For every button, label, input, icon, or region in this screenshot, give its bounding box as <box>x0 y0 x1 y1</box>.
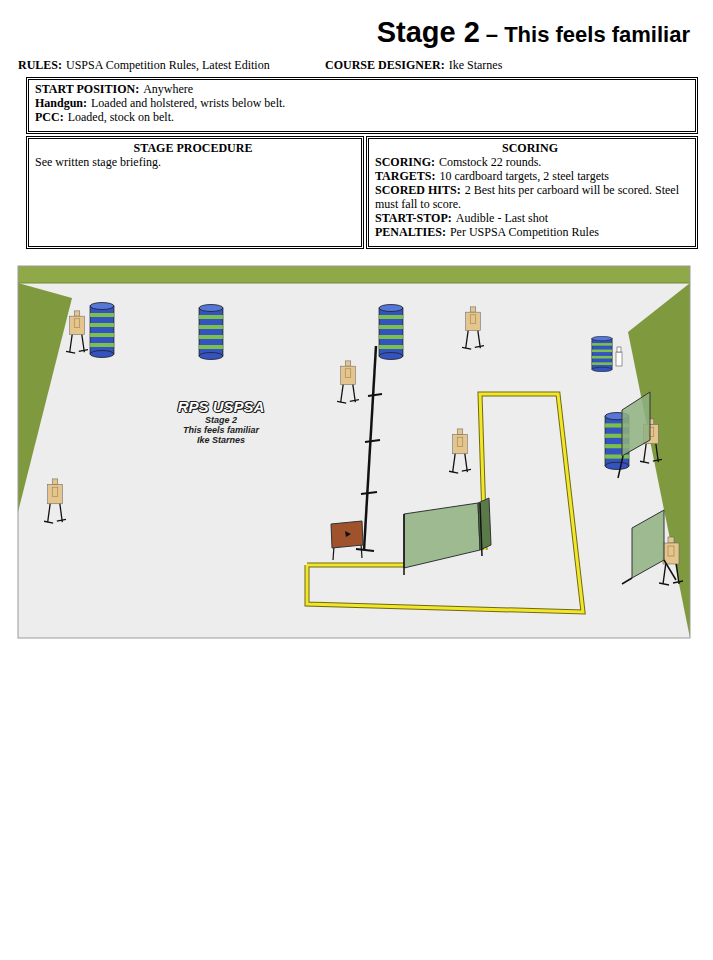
barrel-stack <box>379 305 403 360</box>
no-shoot-head <box>617 347 621 352</box>
barrel-stack <box>592 336 612 371</box>
field-value: Anywhere <box>143 82 193 96</box>
field-name: START-STOP: <box>375 211 452 225</box>
field-value: Per USPSA Competition Rules <box>450 225 599 239</box>
fault-line <box>307 394 583 612</box>
pole-base <box>356 549 374 551</box>
field-value: Audible - Last shot <box>456 211 548 225</box>
text-line: START-STOP: Audible - Last shot <box>375 211 689 225</box>
field-name: SCORED HITS: <box>375 183 461 197</box>
vision-barrier-pole <box>364 346 376 550</box>
range-floor <box>18 266 690 638</box>
rules-line: RULES: USPSA Competition Rules, Latest Ed… <box>18 58 270 73</box>
stamp-stage: Stage 2 <box>146 415 296 425</box>
designer-line: COURSE DESIGNER: Ike Starnes <box>325 58 502 73</box>
cardboard-target <box>66 311 88 353</box>
field-name: START POSITION: <box>35 82 139 96</box>
wall-leg <box>618 456 623 478</box>
field-name: Handgun: <box>35 96 87 110</box>
field-value: Ike Starnes <box>449 58 503 72</box>
wall-panel <box>622 392 650 456</box>
barrel-stack <box>90 303 114 358</box>
cardboard-target <box>449 429 471 473</box>
field-value: 10 cardboard targets, 2 steel targets <box>439 169 609 183</box>
cardboard-target <box>462 307 484 349</box>
field-name: PCC: <box>35 110 64 124</box>
field-value: Comstock 22 rounds. <box>439 155 541 169</box>
text-line: SCORING <box>375 141 689 155</box>
fault-line <box>307 564 405 567</box>
text-line: PCC: Loaded, stock on belt. <box>35 110 689 124</box>
back-berm <box>18 266 690 283</box>
text-line: SCORED HITS:2 Best hits per carboard wil… <box>375 183 689 211</box>
field-name: SCORING <box>502 141 558 155</box>
field-name: COURSE DESIGNER: <box>325 58 445 72</box>
barrel-stack <box>199 305 223 360</box>
stamp-club: RPS USPSA <box>146 398 296 415</box>
pole-crossbar <box>368 394 382 396</box>
text-line: TARGETS: 10 cardboard targets, 2 steel ta… <box>375 169 689 183</box>
pole-crossbar <box>361 492 377 494</box>
wall-leg <box>622 578 632 584</box>
illustration-frame <box>18 266 690 638</box>
wall-leg <box>403 514 405 575</box>
text-line: See written stage briefing. <box>35 155 355 169</box>
start-table <box>331 521 363 548</box>
table-leg <box>361 544 362 558</box>
text-line: Handgun: Loaded and holstered, wrists bel… <box>35 96 689 110</box>
field-name: SCORING: <box>375 155 435 169</box>
fault-line-edge <box>307 394 583 612</box>
wall-leg <box>664 560 676 580</box>
stage-title: Stage 2 <box>377 16 480 48</box>
field-value: Loaded and holstered, wrists below belt. <box>91 96 285 110</box>
stage-subtitle: – This feels familiar <box>486 22 690 47</box>
field-value: Loaded, stock on belt. <box>68 110 174 124</box>
start-position-cell: START POSITION: AnywhereHandgun: Loaded an… <box>26 77 698 134</box>
stamp-designer: Ike Starnes <box>146 435 296 445</box>
left-berm <box>18 283 72 512</box>
field-name: STAGE PROCEDURE <box>134 141 253 155</box>
title-bar: Stage 2– This feels familiar <box>377 16 690 49</box>
table-item <box>345 531 351 537</box>
wall-panel <box>404 503 480 568</box>
fault-line-edge <box>307 563 405 568</box>
stamp-title: This feels familiar <box>146 425 296 435</box>
field-name: TARGETS: <box>375 169 435 183</box>
pole-crossbar <box>365 440 380 442</box>
text-line: SCORING: Comstock 22 rounds. <box>375 155 689 169</box>
wall-panel <box>632 510 664 578</box>
procedure-cell: STAGE PROCEDURESee written stage briefin… <box>26 136 364 249</box>
berm-edge <box>18 283 690 284</box>
field-name: RULES: <box>18 58 62 72</box>
right-berm <box>628 283 690 638</box>
no-shoot-target <box>616 352 622 366</box>
cardboard-target <box>337 361 359 403</box>
field-value: USPSA Competition Rules, Latest Edition <box>66 58 270 72</box>
wall-leg <box>480 503 482 556</box>
floor-stamp: RPS USPSAStage 2This feels familiarIke S… <box>146 398 296 445</box>
field-name: PENALTIES: <box>375 225 446 239</box>
text-line: STAGE PROCEDURE <box>35 141 355 155</box>
text-line: START POSITION: Anywhere <box>35 82 689 96</box>
field-value: See written stage briefing. <box>35 155 161 169</box>
text-line: PENALTIES: Per USPSA Competition Rules <box>375 225 689 239</box>
cardboard-target <box>44 479 66 523</box>
scoring-cell: SCORINGSCORING:Comstock 22 rounds.TARGET… <box>366 136 698 249</box>
